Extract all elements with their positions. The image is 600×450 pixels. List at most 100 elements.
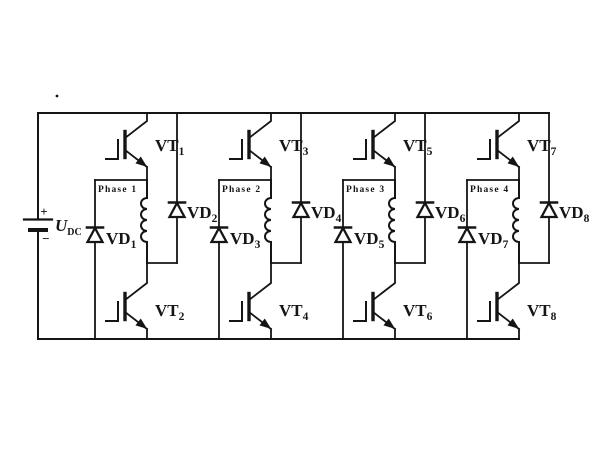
winding-coil <box>388 179 396 264</box>
phase-winding-label: Phase 2 <box>222 185 261 195</box>
igbt-collector-wire <box>371 112 396 140</box>
upper-diode-label: VD6 <box>435 203 466 225</box>
igbt-collector-wire <box>247 262 272 302</box>
lower-diode-label-subscript: 3 <box>255 239 261 251</box>
phase-winding-label: Phase 4 <box>470 185 509 195</box>
igbt-collector-wire <box>495 262 520 302</box>
bottom-switch-label-text: VT <box>155 301 179 320</box>
bottom-switch-label-text: VT <box>527 301 551 320</box>
igbt-gate <box>229 301 243 322</box>
bottom-igbt-symbol <box>105 262 149 340</box>
top-switch-label: VT3 <box>279 136 309 158</box>
top-switch-label: VT1 <box>155 136 185 158</box>
bottom-switch-label: VT4 <box>279 301 309 323</box>
top-switch-label-subscript: 5 <box>427 146 433 158</box>
top-switch-label-text: VT <box>527 136 551 155</box>
lower-diode-label-text: VD <box>354 229 379 248</box>
lower-diode-label-text: VD <box>478 229 503 248</box>
igbt-gate <box>477 301 491 322</box>
scan-speck <box>55 94 59 98</box>
lower-diode-label-text: VD <box>230 229 255 248</box>
emitter-arrow-icon <box>383 318 396 329</box>
igbt-gate <box>105 301 119 322</box>
bottom-switch-label: VT8 <box>527 301 557 323</box>
minus-sign: − <box>42 231 49 246</box>
upper-diode-label-text: VD <box>311 203 336 222</box>
winding-coil <box>140 179 148 264</box>
upper-diode-symbol <box>291 200 311 219</box>
phase-winding-label: Phase 1 <box>98 185 137 195</box>
emitter-arrow-icon <box>507 318 520 329</box>
igbt-gate <box>477 139 491 160</box>
top-switch-label-text: VT <box>279 136 303 155</box>
upper-diode-label-text: VD <box>559 203 584 222</box>
bottom-switch-label-subscript: 8 <box>551 311 557 323</box>
lower-diode-label-subscript: 7 <box>503 239 509 251</box>
bottom-switch-label-text: VT <box>279 301 303 320</box>
dc-source-label-text: U <box>55 216 68 235</box>
diode-triangle <box>85 225 105 244</box>
bottom-switch-label-subscript: 2 <box>179 311 185 323</box>
dc-source-label: UDC <box>55 216 82 238</box>
bottom-switch-label-subscript: 4 <box>303 311 309 323</box>
plus-sign: + <box>40 204 47 219</box>
lower-diode-symbol <box>457 225 477 244</box>
emitter-arrow-icon <box>135 318 148 329</box>
diode-triangle <box>333 225 353 244</box>
bottom-switch-label: VT2 <box>155 301 185 323</box>
lower-diode-symbol <box>85 225 105 244</box>
top-igbt-symbol <box>353 112 397 181</box>
lower-diode-label-text: VD <box>106 229 131 248</box>
upper-diode-label-subscript: 6 <box>460 213 466 225</box>
emitter-arrow-icon <box>259 156 272 167</box>
diode-triangle <box>167 200 187 219</box>
top-switch-label-text: VT <box>155 136 179 155</box>
igbt-collector-wire <box>371 262 396 302</box>
upper-diode-symbol <box>539 200 559 219</box>
bottom-igbt-symbol <box>353 262 397 340</box>
top-switch-label-subscript: 3 <box>303 146 309 158</box>
emitter-arrow-icon <box>135 156 148 167</box>
bottom-switch-label: VT6 <box>403 301 433 323</box>
igbt-collector-wire <box>495 112 520 140</box>
winding-coil <box>512 179 520 264</box>
diode-triangle <box>539 200 559 219</box>
igbt-gate <box>229 139 243 160</box>
top-switch-label-text: VT <box>403 136 427 155</box>
lower-diode-label: VD5 <box>354 229 385 251</box>
emitter-arrow-icon <box>383 156 396 167</box>
supply-rails <box>37 112 550 340</box>
upper-diode-label-text: VD <box>187 203 212 222</box>
top-switch-label-subscript: 1 <box>179 146 185 158</box>
diode-triangle <box>291 200 311 219</box>
lower-diode-label: VD7 <box>478 229 509 251</box>
diode-triangle <box>457 225 477 244</box>
winding-coil <box>264 179 272 264</box>
upper-diode-label-subscript: 4 <box>336 213 342 225</box>
emitter-arrow-icon <box>507 156 520 167</box>
bottom-igbt-symbol <box>477 262 521 340</box>
upper-diode-label: VD8 <box>559 203 590 225</box>
phase-winding-label: Phase 3 <box>346 185 385 195</box>
top-switch-label-subscript: 7 <box>551 146 557 158</box>
upper-diode-label: VD2 <box>187 203 218 225</box>
lower-diode-symbol <box>333 225 353 244</box>
lower-diode-label-subscript: 5 <box>379 239 385 251</box>
lower-diode-label: VD3 <box>230 229 261 251</box>
top-igbt-symbol <box>229 112 273 181</box>
upper-diode-label-text: VD <box>435 203 460 222</box>
upper-diode-label: VD4 <box>311 203 342 225</box>
upper-diode-symbol <box>167 200 187 219</box>
igbt-collector-wire <box>123 112 148 140</box>
top-switch-label: VT5 <box>403 136 433 158</box>
bottom-igbt-symbol <box>229 262 273 340</box>
upper-diode-label-subscript: 8 <box>584 213 590 225</box>
lower-diode-label-subscript: 1 <box>131 239 137 251</box>
bottom-switch-label-subscript: 6 <box>427 311 433 323</box>
upper-diode-label-subscript: 2 <box>212 213 218 225</box>
